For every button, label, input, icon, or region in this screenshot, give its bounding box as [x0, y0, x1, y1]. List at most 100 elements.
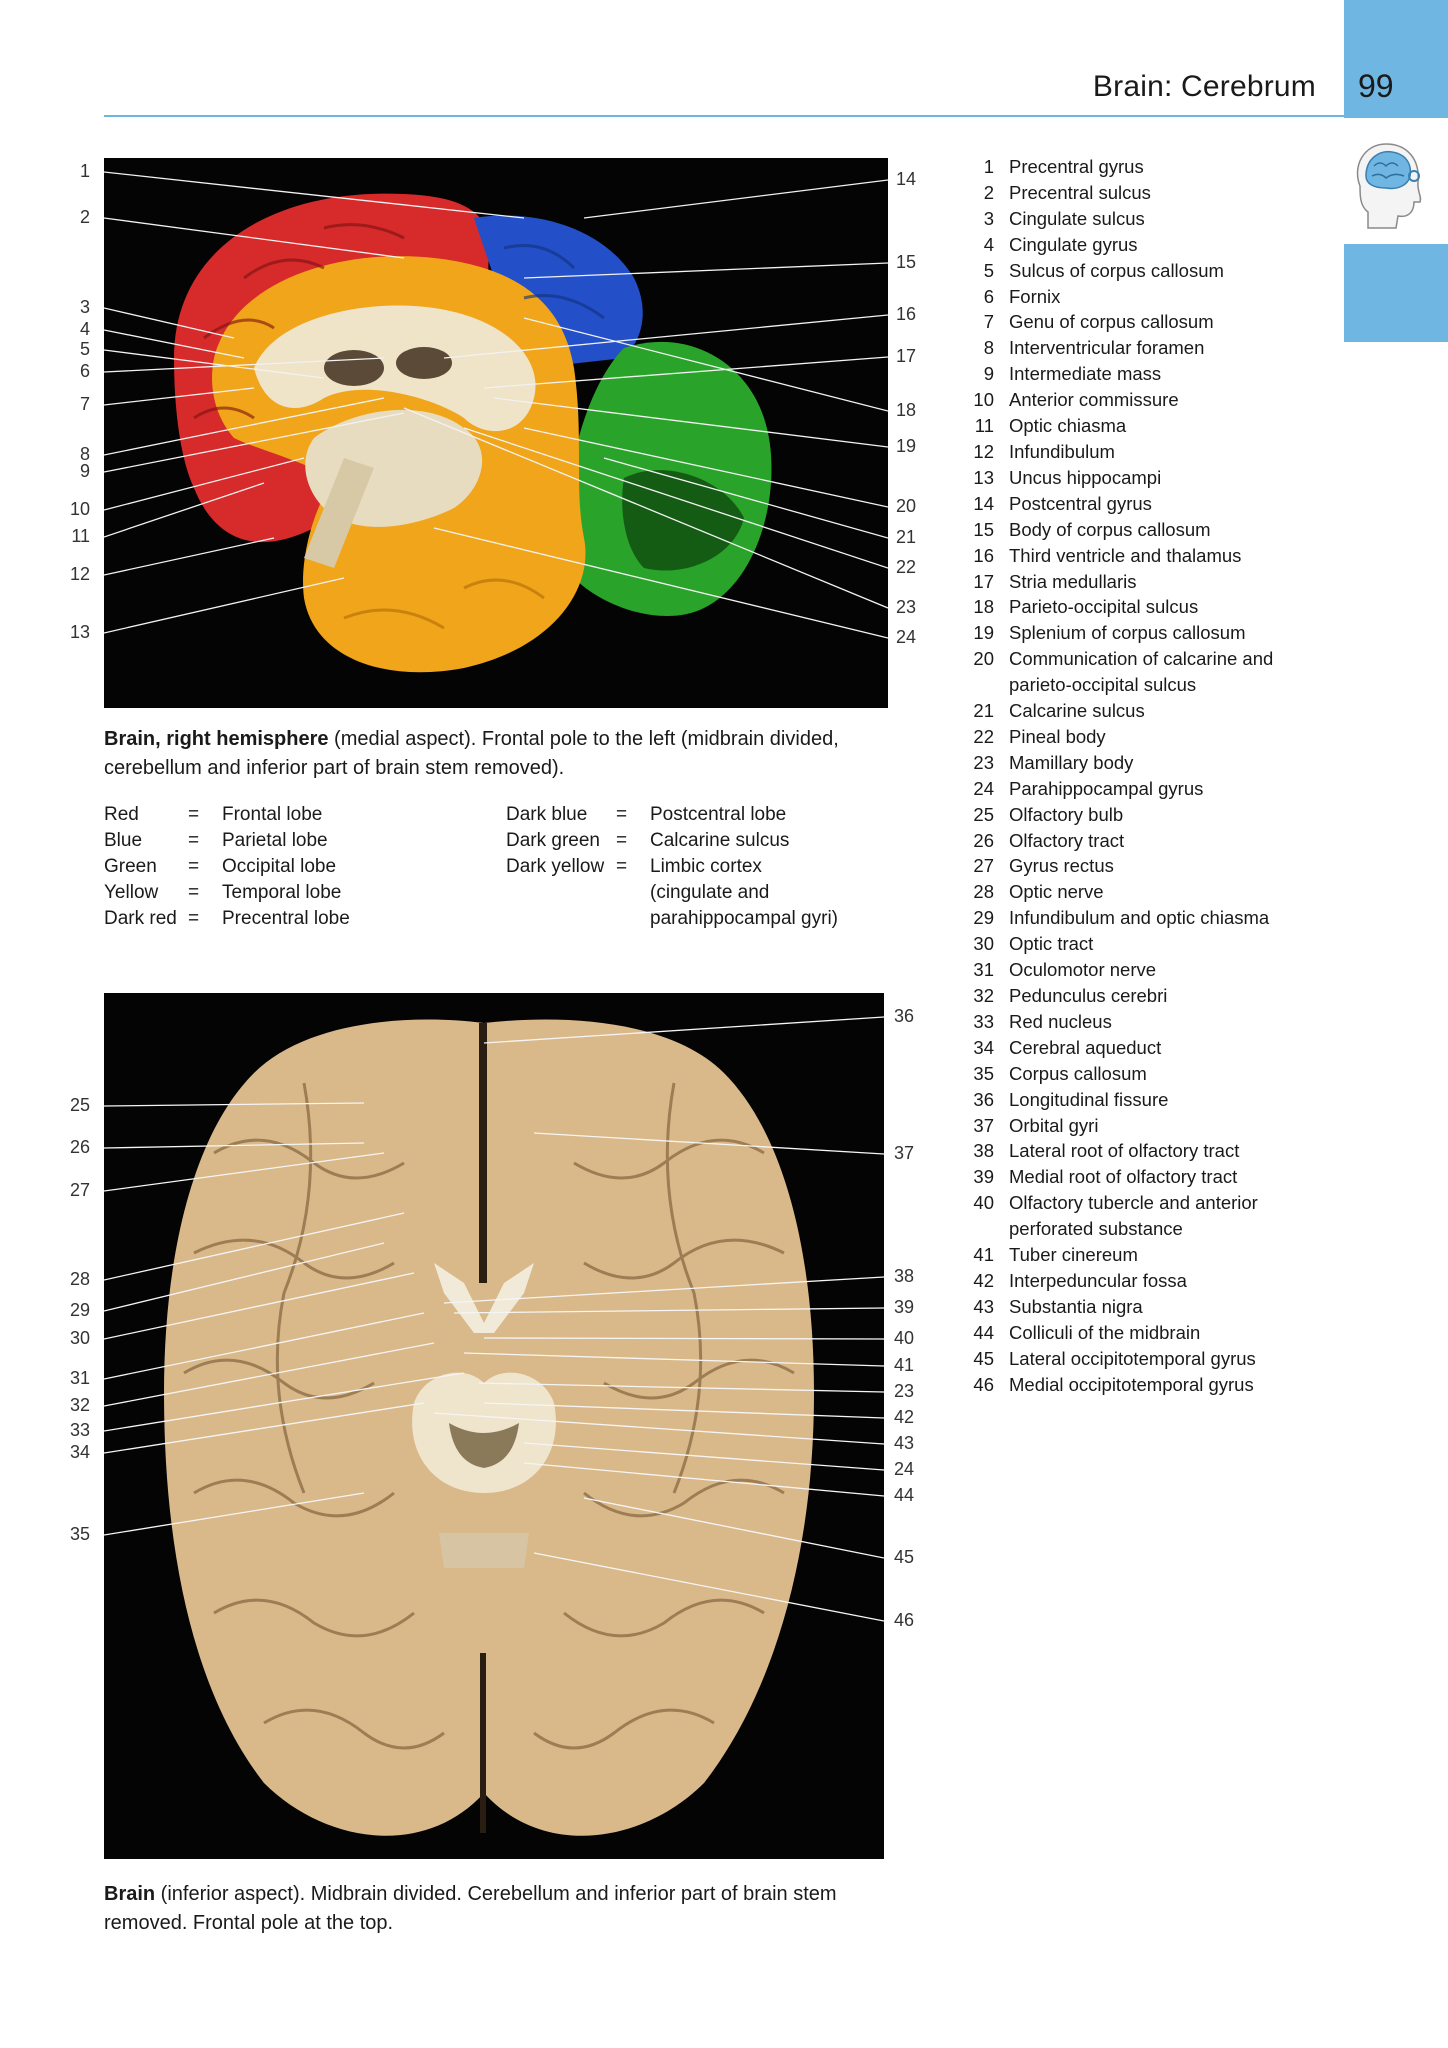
index-term: Cingulate gyrus: [1009, 233, 1138, 255]
index-item: 23 Mamillary body: [960, 750, 1340, 776]
callout-number: 24: [894, 1459, 915, 1479]
legend-value: Parietal lobe: [222, 830, 328, 851]
legend-key: Dark red: [104, 908, 177, 929]
index-number: 39: [973, 1166, 994, 1188]
leader-line: [403, 407, 888, 609]
callout-number: 2: [79, 207, 90, 227]
callout-number: 19: [896, 436, 917, 456]
legend-key: Green: [104, 856, 157, 877]
callout-number: 23: [894, 1381, 915, 1401]
leader-line: [104, 349, 325, 379]
index-number: 22: [973, 725, 994, 747]
index-term: Optic chiasma: [1009, 415, 1127, 437]
index-number: 30: [973, 933, 994, 955]
legend-key: Dark yellow: [506, 856, 605, 877]
callout-number: 3: [79, 297, 90, 317]
leader-line: [104, 1372, 465, 1432]
legend-row: Dark blue=Postcentral lobe: [506, 802, 838, 828]
leader-line: [104, 1342, 435, 1407]
index-term: Medial root of olfactory tract: [1009, 1166, 1238, 1188]
index-item: 44 Colliculi of the midbrain: [960, 1320, 1340, 1346]
header-rule: [104, 115, 1344, 117]
index-term: Splenium of corpus callosum: [1009, 622, 1246, 644]
leader-line: [523, 427, 888, 508]
index-number: 3: [983, 207, 994, 229]
leader-line: [104, 1492, 365, 1536]
index-term: Infundibulum: [1009, 440, 1115, 462]
index-term: Calcarine sulcus: [1009, 700, 1145, 722]
index-number: 32: [973, 985, 994, 1006]
index-term: Precentral sulcus: [1009, 181, 1151, 203]
legend-eq: =: [188, 908, 200, 929]
callout-number: 36: [894, 1006, 915, 1026]
callout-number: 42: [894, 1407, 915, 1427]
index-term: Sulcus of corpus callosum: [1009, 259, 1224, 281]
index-number: 12: [973, 440, 994, 462]
leader-line: [104, 457, 305, 511]
leader-line: [483, 1337, 884, 1340]
legend-row: Dark red=Precentral lobe: [104, 906, 350, 932]
index-term: Anterior commissure: [1009, 389, 1179, 411]
index-term: Corpus callosum: [1009, 1062, 1147, 1084]
index-number: 46: [973, 1373, 994, 1395]
callout-number: 43: [894, 1433, 915, 1453]
caption-inferior-text: (inferior aspect). Midbrain divided. Cer…: [104, 1883, 837, 1934]
index-term: Olfactory tract: [1009, 829, 1125, 851]
legend-row: Red=Frontal lobe: [104, 802, 350, 828]
index-term: Colliculi of the midbrain: [1009, 1321, 1201, 1343]
leader-line: [104, 1242, 385, 1312]
index-number: 41: [973, 1244, 994, 1266]
index-term: Precentral gyrus: [1009, 156, 1144, 177]
legend-row: Yellow=Temporal lobe: [104, 880, 350, 906]
index-term: Optic tract: [1009, 933, 1094, 955]
index-term: Infundibulum and optic chiasma: [1009, 907, 1270, 929]
leader-line: [523, 317, 888, 412]
index-term: Gyrus rectus: [1009, 855, 1114, 877]
index-number: 13: [973, 466, 994, 488]
callout-number: 21: [896, 527, 917, 547]
chapter-title: Brain: Cerebrum: [1092, 70, 1316, 103]
index-term: Mamillary body: [1009, 751, 1134, 773]
index-number: 6: [983, 285, 994, 307]
index-item: 12 Infundibulum: [960, 439, 1340, 465]
index-number: 25: [973, 803, 994, 825]
leader-line: [443, 1276, 884, 1304]
legend-key: Red: [104, 804, 139, 825]
legend-value: (cingulate and: [650, 882, 770, 903]
callout-number: 26: [69, 1137, 90, 1157]
callout-number: 10: [69, 499, 90, 519]
index-number: 23: [973, 751, 994, 773]
index-number: 20: [973, 648, 994, 670]
index-number: 44: [973, 1321, 994, 1343]
index-number: 43: [973, 1295, 994, 1317]
caption-inferior-bold: Brain: [104, 1883, 156, 1905]
index-number: 24: [973, 777, 994, 799]
leader-line: [478, 1382, 884, 1393]
leader-line: [443, 314, 888, 359]
legend-key: [506, 880, 616, 906]
leader-line: [483, 1402, 884, 1419]
leader-line: [523, 262, 888, 279]
callout-number: 6: [79, 361, 90, 381]
callout-number: 35: [69, 1524, 90, 1544]
leader-line: [533, 1132, 884, 1155]
callout-number: 7: [79, 394, 90, 414]
callout-number: 44: [894, 1485, 915, 1505]
legend-key: [506, 906, 616, 932]
index-term: Third ventricle and thalamus: [1009, 544, 1242, 566]
caption-medial-bold: Brain, right hemisphere: [104, 728, 329, 750]
index-term: Substantia nigra: [1009, 1295, 1143, 1317]
index-number: 42: [973, 1269, 994, 1291]
legend-row: Dark yellow=Limbic cortex: [506, 854, 838, 880]
